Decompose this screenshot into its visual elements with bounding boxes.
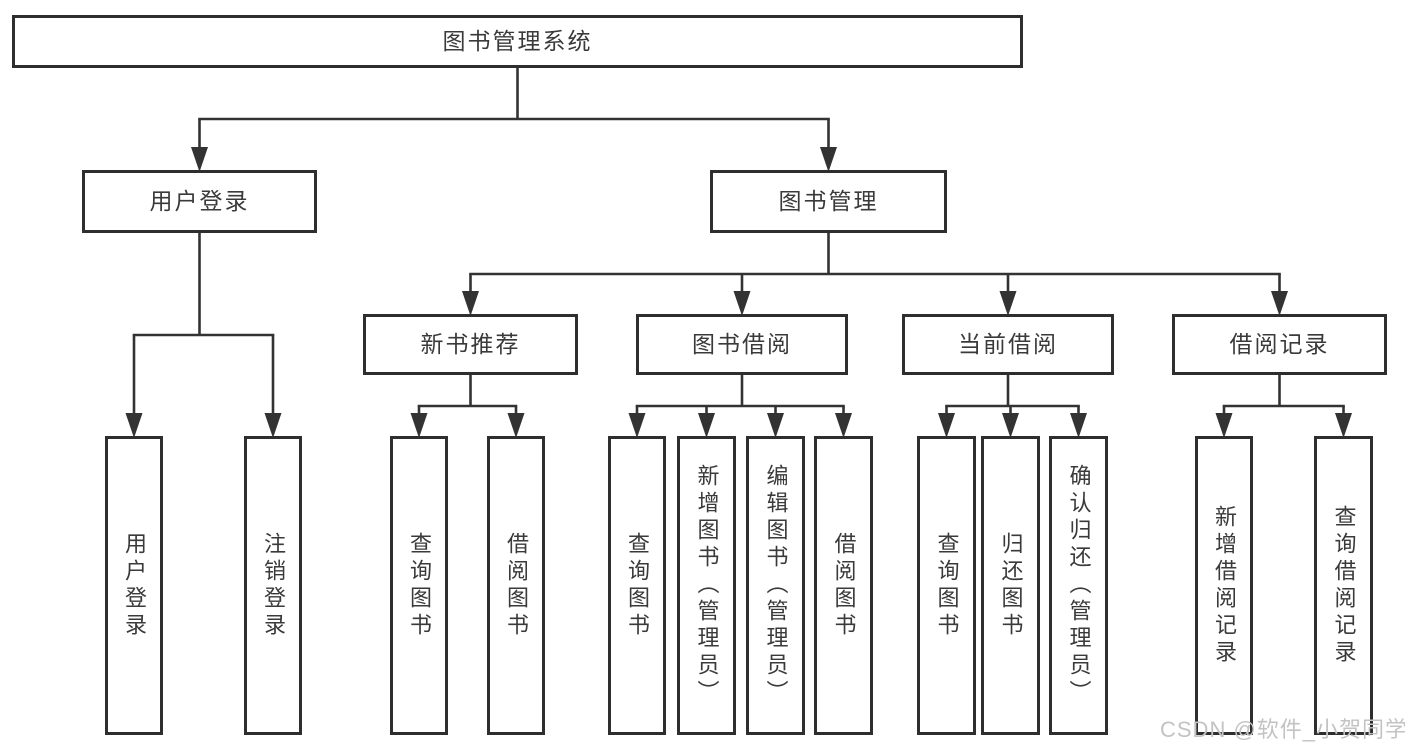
leaf-current-query-book: 查询图书 <box>917 436 976 735</box>
leaf-edit-book-admin-label: 编辑图书（管理员） <box>763 464 789 707</box>
leaf-edit-book-admin: 编辑图书（管理员） <box>746 436 805 735</box>
leaf-confirm-return-admin-label: 确认归还（管理员） <box>1066 464 1092 707</box>
leaf-query-borrow-record-label: 查询借阅记录 <box>1331 504 1357 667</box>
leaf-add-book-admin: 新增图书（管理员） <box>677 436 736 735</box>
leaf-confirm-return-admin: 确认归还（管理员） <box>1049 436 1108 735</box>
leaf-borrow-book-label: 借阅图书 <box>831 531 857 640</box>
leaf-add-borrow-record-label: 新增借阅记录 <box>1212 504 1237 667</box>
leaf-rec-query-book-label: 查询图书 <box>407 531 432 640</box>
node-user-login-label: 用户登录 <box>149 188 250 214</box>
leaf-logout: 注销登录 <box>244 436 302 735</box>
node-new-book-recommend: 新书推荐 <box>363 314 578 375</box>
leaf-borrow-query-book: 查询图书 <box>608 436 666 735</box>
leaf-rec-borrow-book-label: 借阅图书 <box>504 531 529 640</box>
node-library-system: 图书管理系统 <box>12 15 1023 68</box>
leaf-user-login: 用户登录 <box>105 436 163 735</box>
leaf-return-book: 归还图书 <box>981 436 1040 735</box>
leaf-add-borrow-record: 新增借阅记录 <box>1195 436 1253 735</box>
leaf-rec-query-book: 查询图书 <box>390 436 448 735</box>
node-book-borrow: 图书借阅 <box>636 314 848 375</box>
node-borrow-records-label: 借阅记录 <box>1229 331 1330 357</box>
leaf-query-borrow-record: 查询借阅记录 <box>1314 436 1373 735</box>
leaf-current-query-book-label: 查询图书 <box>934 531 960 640</box>
node-new-book-recommend-label: 新书推荐 <box>420 331 521 357</box>
leaf-user-login-label: 用户登录 <box>122 531 147 640</box>
leaf-rec-borrow-book: 借阅图书 <box>487 436 545 735</box>
node-user-login: 用户登录 <box>82 170 317 233</box>
node-book-management: 图书管理 <box>710 170 947 233</box>
leaf-logout-label: 注销登录 <box>261 531 286 640</box>
node-borrow-records: 借阅记录 <box>1172 314 1387 375</box>
leaf-return-book-label: 归还图书 <box>998 531 1024 640</box>
node-book-borrow-label: 图书借阅 <box>692 331 792 357</box>
node-library-system-label: 图书管理系统 <box>442 28 593 54</box>
leaf-add-book-admin-label: 新增图书（管理员） <box>694 464 720 707</box>
csdn-watermark: CSDN @软件_小贺同学 <box>1160 717 1405 742</box>
node-current-borrow: 当前借阅 <box>902 314 1114 375</box>
node-current-borrow-label: 当前借阅 <box>958 331 1058 357</box>
node-book-management-label: 图书管理 <box>778 188 879 214</box>
leaf-borrow-query-book-label: 查询图书 <box>625 531 650 640</box>
leaf-borrow-book: 借阅图书 <box>814 436 873 735</box>
